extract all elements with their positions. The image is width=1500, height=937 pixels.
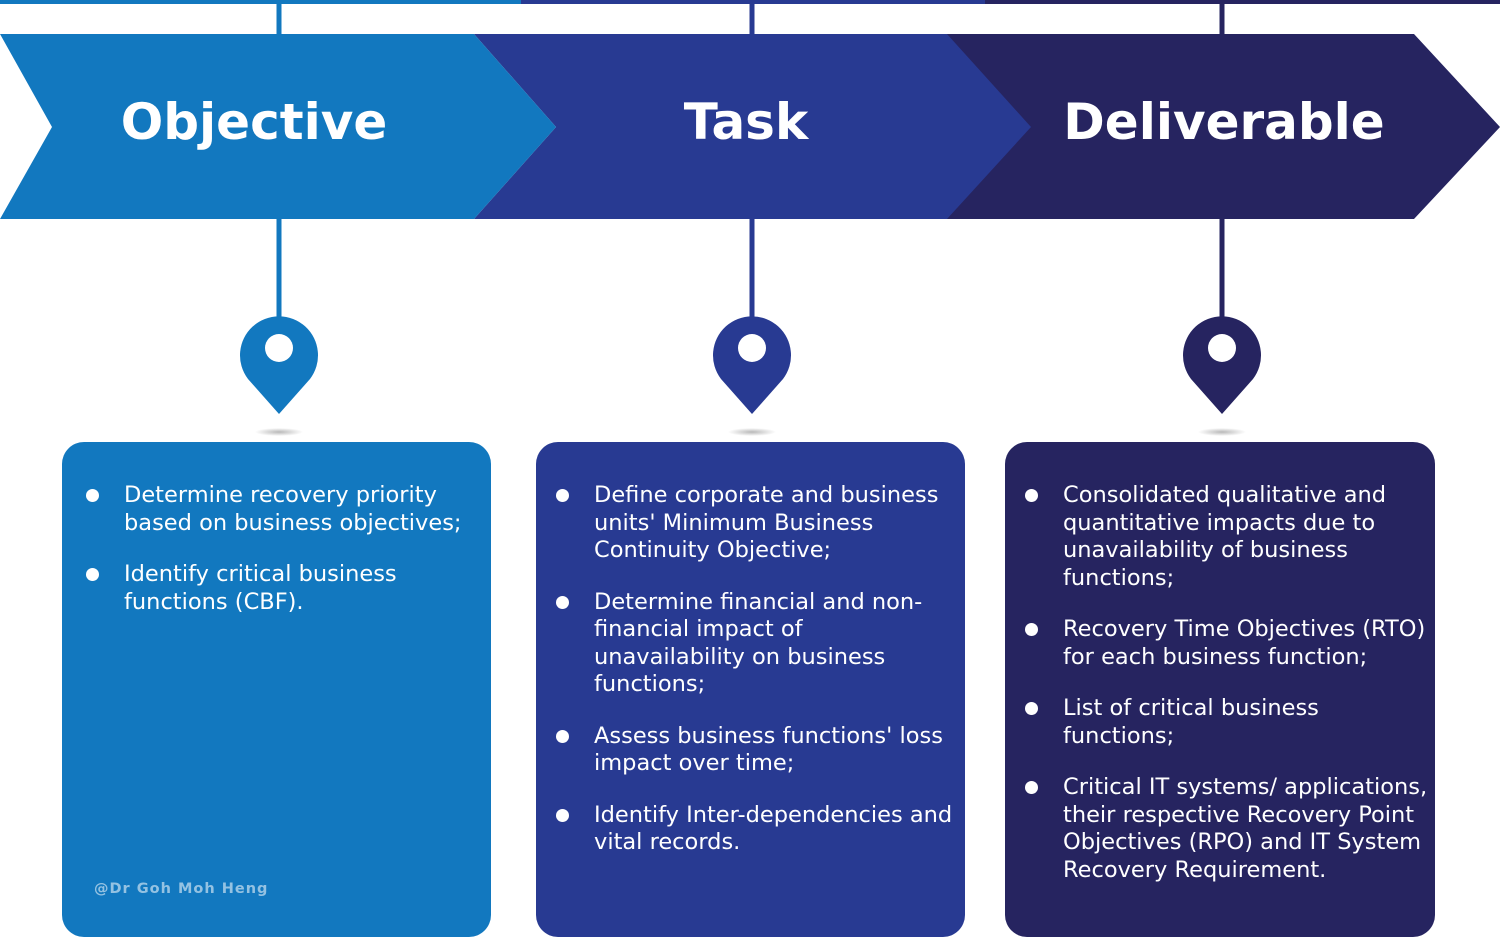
location-pin-icon — [712, 316, 791, 436]
deliverable-chevron — [945, 34, 1500, 219]
list-item: Assess business functions' loss impact o… — [556, 723, 959, 778]
top-strip-deliverable — [985, 0, 1500, 4]
deliverable-card: Consolidated qualitative and quantitativ… — [1005, 442, 1435, 937]
connector-lines — [276, 0, 1225, 320]
list-item: Identify critical business functions (CB… — [86, 561, 474, 616]
deliverable-list: Consolidated qualitative and quantitativ… — [1025, 482, 1428, 908]
objective-chevron — [0, 34, 556, 219]
objective-card: Determine recovery priority based on bus… — [62, 442, 491, 937]
list-item: Determine financial and non-financial im… — [556, 589, 959, 699]
watermark: @Dr Goh Moh Heng — [94, 881, 269, 897]
location-pin-icon — [240, 316, 319, 436]
deliverable-title: Deliverable — [1063, 93, 1384, 151]
objective-title: Objective — [121, 93, 388, 151]
list-item: Recovery Time Objectives (RTO) for each … — [1025, 616, 1428, 671]
task-card: Define corporate and business units' Min… — [536, 442, 965, 937]
top-strip-objective — [0, 0, 521, 4]
task-title: Task — [684, 93, 810, 151]
list-item: Define corporate and business units' Min… — [556, 482, 959, 565]
list-item: Determine recovery priority based on bus… — [86, 482, 474, 537]
task-chevron — [474, 34, 1031, 219]
location-pin-icon — [1183, 316, 1261, 436]
objective-list: Determine recovery priority based on bus… — [86, 482, 474, 640]
list-item: Consolidated qualitative and quantitativ… — [1025, 482, 1428, 592]
task-list: Define corporate and business units' Min… — [556, 482, 959, 881]
list-item: Identify Inter-dependencies and vital re… — [556, 802, 959, 857]
list-item: List of critical business functions; — [1025, 695, 1428, 750]
list-item: Critical IT systems/ applications, their… — [1025, 774, 1428, 883]
